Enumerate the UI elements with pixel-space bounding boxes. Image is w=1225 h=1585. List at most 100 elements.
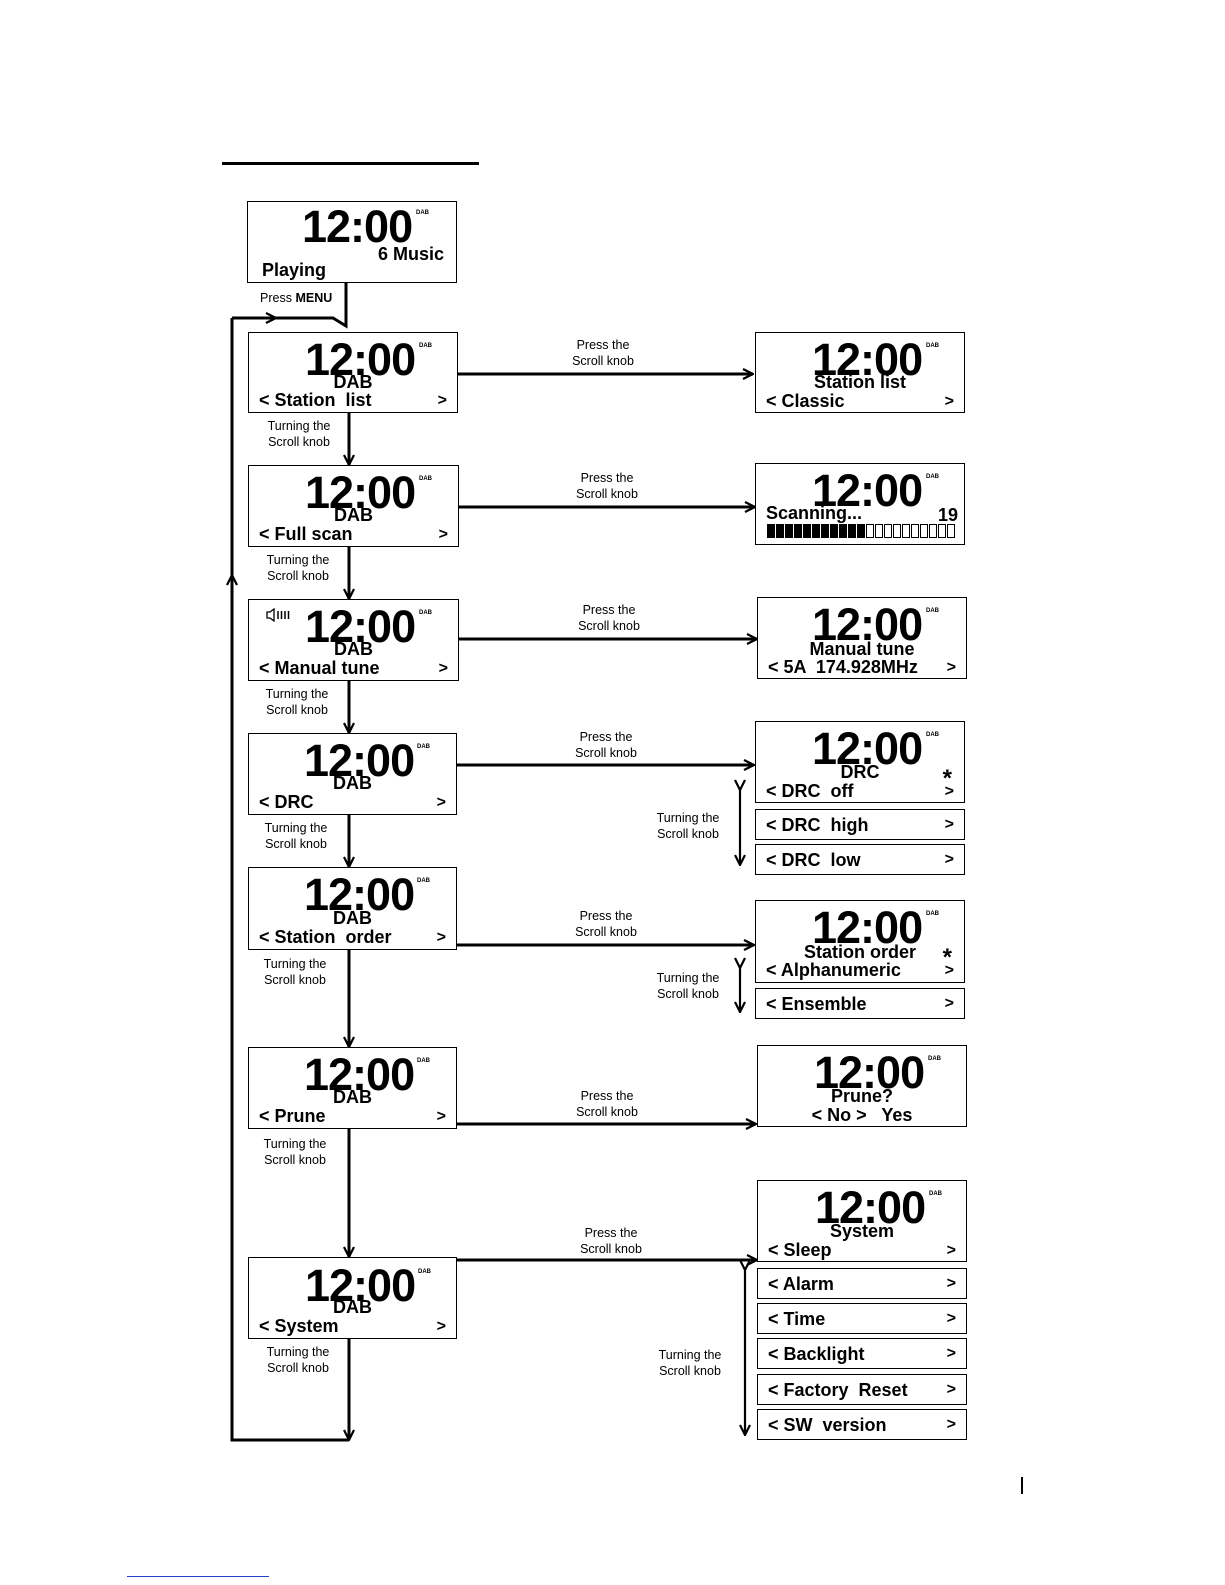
system-option-sw-version-row: < SW version >	[757, 1409, 967, 1440]
dab-indicator: DAB	[416, 210, 429, 216]
press-label-6: Press the Scroll knob	[576, 1089, 638, 1119]
scan-progress-segment	[803, 524, 811, 538]
next-arrow: >	[946, 1310, 956, 1327]
system-option-factory-reset: < Factory Reset	[768, 1380, 908, 1400]
scan-progress-segment	[938, 524, 946, 538]
menu-item-system: < System	[259, 1316, 339, 1336]
clock-display: 12:00	[812, 599, 923, 650]
next-arrow: >	[438, 526, 448, 543]
clock-display: 12:00	[305, 601, 416, 652]
prune-title: Prune?	[830, 1086, 893, 1106]
press-label-5: Press the Scroll knob	[575, 909, 637, 939]
manual-tune-frequency: < 5A 174.928MHz	[768, 657, 918, 677]
system-screen: 12:00 DAB System < Sleep >	[757, 1180, 967, 1262]
system-option-time-row: < Time >	[757, 1303, 967, 1334]
manual-tune-title: Manual tune	[809, 639, 915, 659]
drc-option-off: < DRC off	[766, 781, 854, 801]
selected-marker: *	[942, 765, 952, 792]
selected-marker: *	[942, 944, 952, 971]
scan-progress-segment	[794, 524, 802, 538]
manual-tune-screen: 12:00 DAB Manual tune < 5A 174.928MHz >	[757, 597, 967, 679]
scan-progress-segment	[857, 524, 865, 538]
station-list-screen: 12:00 DAB Station list < Classic >	[755, 332, 965, 413]
next-arrow: >	[946, 1381, 956, 1398]
order-option-ensemble-row: < Ensemble >	[755, 988, 965, 1019]
menu-mode: DAB	[333, 1087, 372, 1107]
section-heading-rule	[222, 162, 479, 165]
system-title: System	[829, 1221, 895, 1241]
menu-loop-connector	[230, 318, 349, 1442]
dab-indicator: DAB	[926, 343, 939, 349]
dab-indicator: DAB	[929, 1191, 942, 1197]
clock-display: 12:00	[305, 467, 416, 518]
scan-progress-segment	[911, 524, 919, 538]
dab-indicator: DAB	[417, 878, 430, 884]
menu-item-station-order: < Station order	[259, 927, 392, 947]
menu-screen-manual-tune: 12:00 DAB DAB < Manual tune >	[248, 599, 459, 681]
drc-option-low-row: < DRC low >	[755, 844, 965, 875]
clock-display: 12:00	[305, 334, 416, 385]
menu-item-drc: < DRC	[259, 792, 314, 812]
menu-screen-full-scan: 12:00 DAB DAB < Full scan >	[248, 465, 459, 547]
next-arrow: >	[946, 1242, 956, 1259]
turn-label-5: Turning the Scroll knob	[263, 957, 327, 987]
next-arrow: >	[944, 995, 954, 1012]
menu-item-full-scan: < Full scan	[259, 524, 353, 544]
scan-progress-segment	[884, 524, 892, 538]
dab-indicator: DAB	[926, 608, 939, 614]
scanning-label: Scanning...	[766, 503, 863, 523]
scan-progress-segment	[902, 524, 910, 538]
scan-progress-segment	[812, 524, 820, 538]
dab-indicator: DAB	[417, 1058, 430, 1064]
dab-indicator: DAB	[419, 343, 432, 349]
press-label-4: Press the Scroll knob	[575, 730, 637, 760]
dab-indicator: DAB	[928, 1056, 941, 1062]
drc-option-high-row: < DRC high >	[755, 809, 965, 840]
speaker-icon	[266, 608, 290, 622]
menu-screen-drc: 12:00 DAB DAB < DRC >	[248, 733, 457, 815]
turn-label-drc: Turning the Scroll knob	[656, 811, 720, 841]
system-option-time: < Time	[768, 1309, 826, 1329]
next-arrow: >	[946, 1416, 956, 1433]
system-option-backlight-row: < Backlight >	[757, 1338, 967, 1369]
clock-display: 12:00	[305, 1260, 416, 1311]
press-label-1: Press the Scroll knob	[572, 338, 634, 368]
playing-screen: 12:00 DAB 6 Music Playing	[247, 201, 457, 283]
clock-display: 12:00	[812, 723, 923, 774]
menu-screen-station-list: 12:00 DAB DAB < Station list >	[248, 332, 458, 413]
scan-progress-segment	[893, 524, 901, 538]
order-option-alphanumeric: < Alphanumeric	[766, 960, 901, 980]
station-list-title: Station list	[813, 372, 906, 392]
system-option-alarm: < Alarm	[768, 1274, 834, 1294]
next-arrow: >	[436, 1108, 446, 1125]
menu-screen-station-order: 12:00 DAB DAB < Station order >	[248, 867, 457, 950]
station-list-item: < Classic	[766, 391, 845, 411]
order-option-ensemble: < Ensemble	[766, 994, 867, 1014]
system-option-alarm-row: < Alarm >	[757, 1268, 967, 1299]
press-label-7: Press the Scroll knob	[580, 1226, 642, 1256]
footer-link-underline	[127, 1576, 269, 1577]
menu-mode: DAB	[333, 908, 372, 928]
scan-station-count: 19	[938, 505, 959, 525]
dab-indicator: DAB	[926, 732, 939, 738]
press-label-2: Press the Scroll knob	[576, 471, 638, 501]
system-option-backlight: < Backlight	[768, 1344, 865, 1364]
dab-indicator: DAB	[419, 610, 432, 616]
station-name: 6 Music	[378, 244, 445, 264]
turn-label-6: Turning the Scroll knob	[263, 1137, 327, 1167]
scan-progress-segment	[866, 524, 874, 538]
scan-progress-segment	[785, 524, 793, 538]
menu-mode: DAB	[334, 505, 373, 525]
menu-item-manual-tune: < Manual tune	[259, 658, 380, 678]
clock-display: 12:00	[814, 1047, 925, 1098]
drc-option-low: < DRC low	[766, 850, 861, 870]
playing-status: Playing	[262, 260, 327, 280]
next-arrow: >	[944, 851, 954, 868]
prune-screen: 12:00 DAB Prune? < No > Yes	[757, 1045, 967, 1127]
scan-progress-segment	[947, 524, 955, 538]
press-label-3: Press the Scroll knob	[578, 603, 640, 633]
drc-option-high: < DRC high	[766, 815, 869, 835]
next-arrow: >	[436, 929, 446, 946]
system-option-sw-version: < SW version	[768, 1415, 887, 1435]
next-arrow: >	[946, 659, 956, 676]
